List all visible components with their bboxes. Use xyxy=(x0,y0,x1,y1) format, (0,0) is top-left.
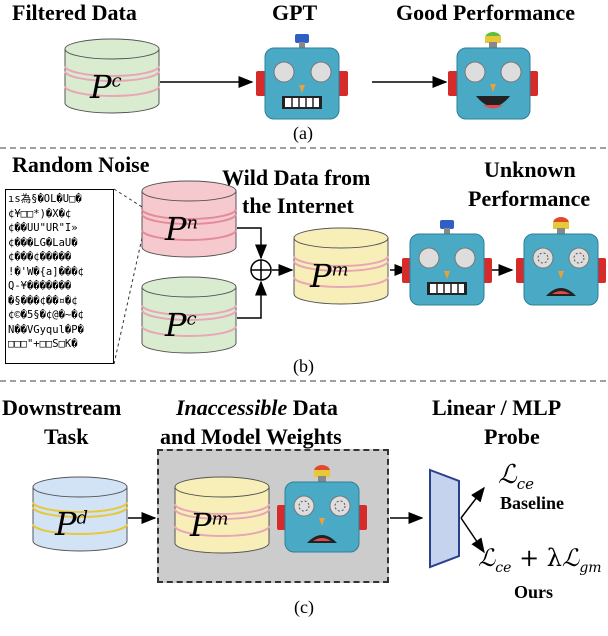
probe-shape xyxy=(429,468,460,569)
database-wild xyxy=(293,227,389,305)
label-probe-1: Linear / MLP xyxy=(432,395,562,420)
noise-line: ıs為§�OL�U□� xyxy=(8,193,82,205)
database-clean xyxy=(141,276,237,354)
db-label-a: Pc xyxy=(90,68,122,106)
noise-line: Q-¥������� xyxy=(8,280,72,292)
robot-wild xyxy=(402,220,492,306)
db-label-inaccessible: Pm xyxy=(190,506,229,544)
label-inaccessible-1: Inaccessible Data xyxy=(176,395,338,420)
label-wild-1: Wild Data from xyxy=(222,165,371,190)
noise-line: N��VGyqul�P� xyxy=(8,323,84,336)
label-ours: Ours xyxy=(514,582,554,602)
label-probe-2: Probe xyxy=(484,424,540,449)
database-downstream xyxy=(32,476,128,552)
robot-gpt xyxy=(256,34,348,120)
db-label-wild: Pm xyxy=(310,257,349,295)
noise-box: ıs為§�OL�U□� ¢¥□□*)�X�¢ ¢��UU"UR"I» ¢���LG�L… xyxy=(5,189,114,364)
noise-line: �§���¢��¤�¢ xyxy=(8,294,78,307)
database-inaccessible-top xyxy=(174,476,270,554)
label-downstream-1: Downstream xyxy=(2,395,122,420)
label-unknown-2: Performance xyxy=(468,186,591,211)
label-random-noise: Random Noise xyxy=(12,152,150,177)
db-label-downstream: Pd xyxy=(55,505,89,543)
database-noise xyxy=(141,180,237,258)
noise-line: ¢¥□□*)�X�¢ xyxy=(8,207,72,220)
noise-line: ¢��UU"UR"I» xyxy=(8,222,78,234)
label-filtered-data: Filtered Data xyxy=(12,0,137,25)
noise-line: ¢���¢����� xyxy=(8,251,72,263)
loss-baseline: ℒce xyxy=(498,460,535,494)
noise-line: !�'W�{a]���¢ xyxy=(8,265,84,278)
robot-inaccessible xyxy=(277,465,367,553)
label-unknown-1: Unknown xyxy=(484,157,576,182)
loss-ours: ℒce + λℒgm xyxy=(478,544,602,576)
label-downstream-2: Task xyxy=(44,424,89,449)
label-baseline: Baseline xyxy=(500,493,565,513)
label-good-performance: Good Performance xyxy=(396,0,575,25)
noise-line: □□□"+□□S□K� xyxy=(8,338,78,350)
caption-a: (a) xyxy=(293,123,313,143)
noise-line: ¢©�5§�¢@�~�¢ xyxy=(8,309,84,321)
db-label-clean: Pc xyxy=(165,306,197,344)
label-wild-2: the Internet xyxy=(242,193,354,218)
label-gpt: GPT xyxy=(272,0,318,25)
database-filtered xyxy=(64,38,160,114)
noise-line: ¢���LG�LaU� xyxy=(8,236,78,249)
robot-unknown xyxy=(516,217,606,306)
robot-good xyxy=(448,32,538,120)
caption-b: (b) xyxy=(293,356,314,376)
caption-c: (c) xyxy=(294,597,314,617)
db-label-noise: Pn xyxy=(165,210,199,248)
label-inaccessible-2: and Model Weights xyxy=(160,424,342,449)
